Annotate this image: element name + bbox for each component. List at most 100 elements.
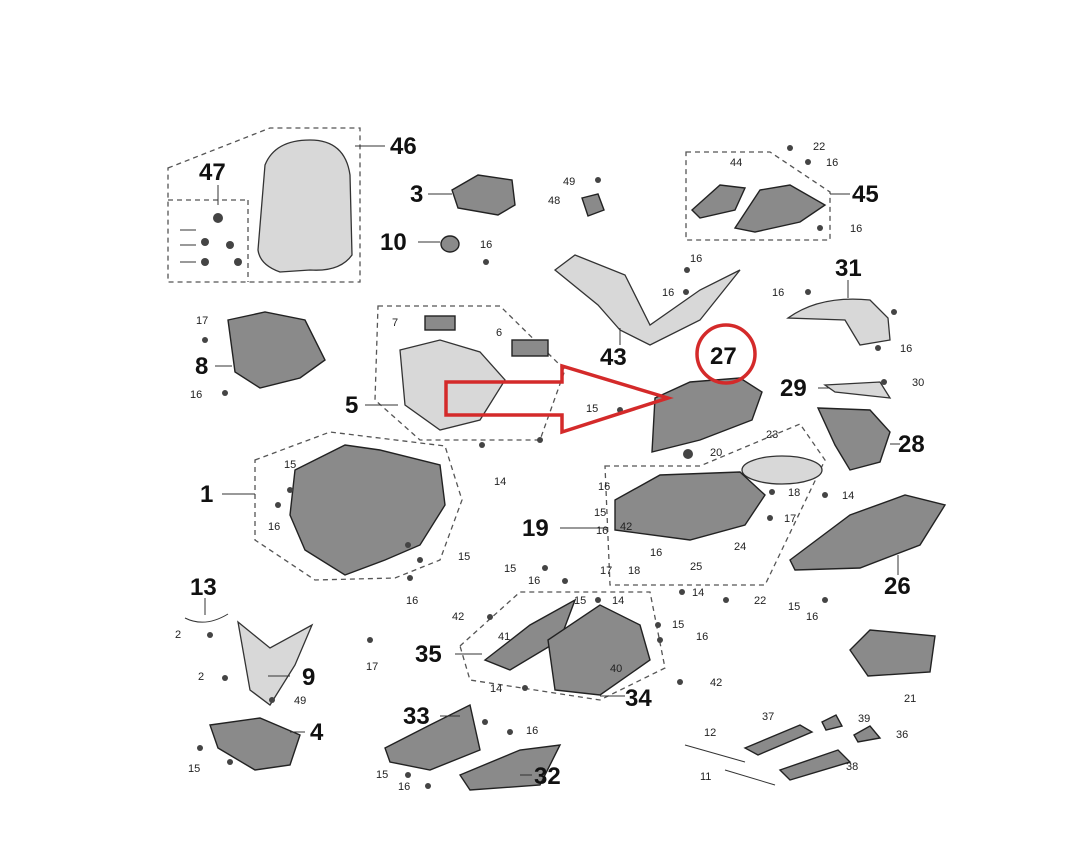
small-label: 16 (900, 343, 912, 355)
part-45 (733, 184, 827, 233)
zone-47-46 (167, 127, 361, 283)
small-label: 17 (784, 513, 796, 525)
small-label: 15 (594, 507, 606, 519)
zone-35-34 (459, 591, 666, 701)
part-6 (511, 339, 549, 357)
label-33: 33 (403, 703, 430, 730)
small-label: 48 (548, 195, 560, 207)
small-label: 36 (896, 729, 908, 741)
part-43 (553, 254, 741, 346)
part-3 (451, 174, 516, 216)
small-labels: 22 16 44 49 48 16 16 16 16 16 17 16 7 6 … (175, 141, 924, 793)
label-19: 19 (522, 515, 549, 542)
label-3: 3 (410, 181, 423, 208)
small-label: 16 (772, 287, 784, 299)
small-label: 42 (710, 677, 722, 689)
fasteners (197, 145, 897, 789)
small-label: 17 (196, 315, 208, 327)
small-label: 38 (846, 761, 858, 773)
small-label: 16 (662, 287, 674, 299)
label-31: 31 (835, 255, 862, 282)
small-label: 14 (612, 595, 624, 607)
part-28 (816, 407, 891, 471)
small-label: 16 (480, 239, 492, 251)
part-37 (743, 724, 814, 756)
zone-5 (374, 305, 566, 441)
small-label: 24 (734, 541, 746, 553)
label-34: 34 (625, 685, 652, 712)
small-label: 23 (766, 429, 778, 441)
part-4 (209, 717, 301, 771)
small-label: 42 (452, 611, 464, 623)
label-9: 9 (302, 664, 315, 691)
part-35 (483, 598, 577, 671)
small-label: 16 (398, 781, 410, 793)
part-19 (614, 471, 766, 541)
small-label: 37 (762, 711, 774, 723)
part-27 (651, 377, 763, 453)
small-label: 11 (700, 771, 711, 783)
small-label: 17 (600, 565, 612, 577)
small-label: 20 (710, 447, 722, 459)
small-label: 16 (650, 547, 662, 559)
small-label: 15 (188, 763, 200, 775)
part-8 (227, 311, 326, 389)
label-43: 43 (600, 344, 627, 371)
small-label: 16 (690, 253, 702, 265)
part-36 (853, 725, 882, 743)
part-7 (424, 315, 456, 331)
small-label: 14 (490, 683, 502, 695)
label-5: 5 (345, 392, 358, 419)
small-label: 15 (284, 459, 296, 471)
label-35: 35 (415, 641, 442, 668)
small-label: 15 (788, 601, 800, 613)
part-9 (237, 620, 314, 706)
small-label: 15 (586, 403, 598, 415)
hardware-set-47 (180, 213, 242, 266)
small-label: 42 (620, 521, 632, 533)
highlight-arrow (444, 363, 674, 435)
label-8: 8 (195, 353, 208, 380)
part-31 (786, 298, 891, 346)
small-label: 15 (504, 563, 516, 575)
part-21 (849, 629, 936, 677)
small-label: 17 (366, 661, 378, 673)
label-26: 26 (884, 573, 911, 600)
part-1 (289, 444, 446, 576)
small-label: 49 (563, 176, 575, 188)
small-label: 14 (692, 587, 704, 599)
small-label: 39 (858, 713, 870, 725)
part-33 (384, 703, 481, 771)
small-label: 2 (198, 671, 204, 683)
small-label: 16 (526, 725, 538, 737)
part-11 (724, 769, 776, 786)
label-46: 46 (390, 133, 417, 160)
small-label: 16 (528, 575, 540, 587)
small-label: 14 (842, 490, 854, 502)
small-label: 15 (574, 595, 586, 607)
small-label: 16 (406, 595, 418, 607)
part-29 (823, 381, 892, 399)
small-label: 2 (175, 629, 181, 641)
label-10: 10 (380, 229, 407, 256)
part-23 (741, 455, 823, 485)
part-32 (458, 744, 562, 791)
small-label: 16 (826, 157, 838, 169)
small-label: 16 (806, 611, 818, 623)
label-27: 27 (710, 343, 737, 370)
small-label: 18 (788, 487, 800, 499)
small-label: 15 (672, 619, 684, 631)
label-45: 45 (852, 181, 879, 208)
small-label: 18 (628, 565, 640, 577)
part-26 (789, 494, 947, 571)
part-48 (581, 193, 605, 217)
zone-45 (685, 151, 831, 241)
small-label: 16 (598, 481, 610, 493)
part-39 (821, 714, 844, 731)
small-label: 16 (268, 521, 280, 533)
label-28: 28 (898, 431, 925, 458)
label-29: 29 (780, 375, 807, 402)
small-label: 16 (596, 525, 608, 537)
part-12 (684, 744, 746, 763)
windscreen-part (257, 139, 353, 273)
